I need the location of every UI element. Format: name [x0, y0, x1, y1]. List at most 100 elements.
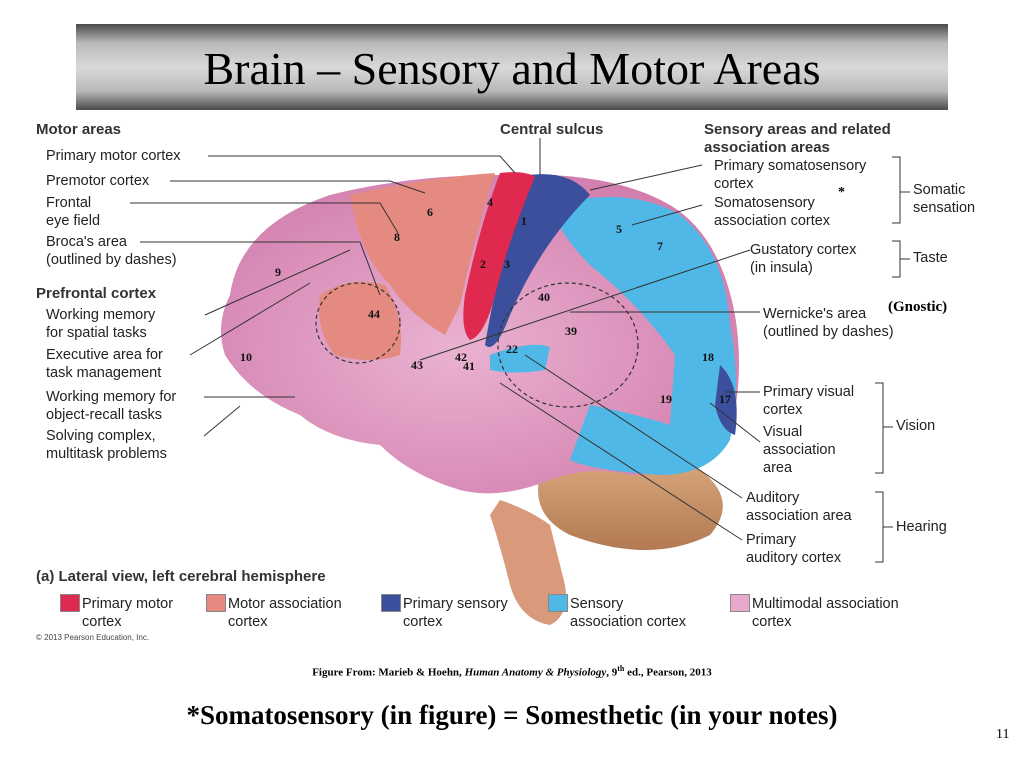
somatosensory-footnote: *Somatosensory (in figure) = Somesthetic…	[186, 700, 838, 730]
area-number-40: 40	[538, 290, 550, 304]
sensory-header-2: association areas	[704, 139, 830, 156]
label-broca-2: (outlined by dashes)	[46, 252, 177, 268]
area-number-5: 5	[616, 222, 622, 236]
motor-areas-header: Motor areas	[36, 121, 122, 138]
copyright-notice: © 2013 Pearson Education, Inc.	[36, 633, 150, 642]
label-somatosensory-assoc-1: Somatosensory	[714, 195, 815, 211]
caption-edition-sup: th	[617, 664, 625, 673]
label-auditory-assoc-2: association area	[746, 508, 852, 524]
label-primary-visual-1: Primary visual	[763, 384, 855, 400]
label-executive-2: task management	[46, 365, 162, 381]
wernicke-dashed-outline	[497, 282, 639, 408]
label-premotor-cortex: Premotor cortex	[46, 173, 150, 189]
label-solving-2: multitask problems	[46, 446, 167, 462]
label-frontal-eye-field-2: eye field	[46, 213, 101, 229]
area-number-18: 18	[702, 350, 714, 364]
group-vision: Vision	[896, 418, 936, 434]
legend-swatch-primary-motor	[60, 594, 80, 612]
leader-lines-left	[130, 155, 516, 437]
label-working-memory-spatial-1: Working memory	[46, 307, 156, 323]
label-gustatory-1: Gustatory cortex	[750, 242, 857, 258]
area-number-39: 39	[565, 324, 577, 338]
label-solving-1: Solving complex,	[46, 428, 156, 444]
label-primary-visual-2: cortex	[763, 402, 803, 418]
area-number-42: 42	[455, 350, 467, 364]
label-primary-motor-cortex: Primary motor cortex	[46, 148, 181, 164]
area-number-22: 22	[506, 342, 518, 356]
caption-prefix: Figure From: Marieb & Hoehn,	[312, 666, 462, 679]
legend-label-multimodal-association-2: cortex	[752, 614, 792, 630]
legend-label-primary-sensory-1: Primary sensory	[403, 596, 508, 612]
legend-label-primary-motor-2: cortex	[82, 614, 122, 630]
cerebellum	[538, 458, 723, 550]
label-working-memory-object-2: object-recall tasks	[46, 407, 163, 423]
area-number-43: 43	[411, 358, 423, 372]
label-primary-auditory-2: auditory cortex	[746, 550, 842, 566]
legend-swatch-primary-sensory	[381, 594, 401, 612]
primary-motor-region	[463, 172, 535, 340]
label-primary-somatosensory-1: Primary somatosensory	[714, 158, 867, 174]
legend-swatch-multimodal-association	[730, 594, 750, 612]
sensory-header-1: Sensory areas and related	[704, 121, 891, 138]
page-number: 11	[996, 727, 1010, 742]
legend-label-motor-association-1: Motor association	[228, 596, 342, 612]
gnostic-annotation: (Gnostic)	[888, 299, 948, 315]
label-auditory-assoc-1: Auditory	[746, 490, 800, 506]
brain-figure: Motor areas Primary motor cortex Premoto…	[30, 115, 994, 645]
group-taste: Taste	[913, 250, 948, 266]
group-somatic-2: sensation	[913, 200, 976, 216]
title-bar: Brain – Sensory and Motor Areas	[76, 24, 948, 110]
area-number-8: 8	[394, 230, 400, 244]
group-brackets	[875, 156, 910, 563]
area-number-44: 44	[368, 307, 380, 321]
label-visual-assoc-3: area	[763, 460, 793, 476]
area-number-1: 1	[521, 214, 527, 228]
area-number-9: 9	[275, 265, 281, 279]
legend-swatch-sensory-association	[548, 594, 568, 612]
label-somatosensory-assoc-2: association cortex	[714, 213, 831, 229]
leader-lines-right	[419, 138, 761, 541]
group-hearing: Hearing	[896, 519, 947, 535]
legend-label-primary-motor-1: Primary motor	[82, 596, 174, 612]
primary-sensory-region	[485, 174, 590, 347]
central-sulcus-label: Central sulcus	[500, 121, 604, 138]
area-number-4: 4	[487, 195, 493, 209]
label-working-memory-object-1: Working memory for	[46, 389, 177, 405]
gustatory-region	[490, 344, 550, 373]
asterisk-annotation: *	[838, 185, 845, 200]
caption-book-title: Human Anatomy & Physiology	[464, 666, 607, 679]
area-number-2: 2	[480, 257, 486, 271]
legend-label-multimodal-association-1: Multimodal association	[752, 596, 899, 612]
figure-source-caption: Figure From: Marieb & Hoehn, Human Anato…	[0, 664, 1024, 679]
area-number-17: 17	[719, 392, 731, 406]
sensory-association-region	[550, 197, 736, 475]
broca-region	[319, 281, 401, 360]
label-broca-1: Broca's area	[46, 234, 127, 250]
caption-edition-post: ed., Pearson, 2013	[624, 666, 712, 679]
label-gustatory-2: (in insula)	[750, 260, 813, 276]
label-executive-1: Executive area for	[46, 347, 163, 363]
label-visual-assoc-1: Visual	[763, 424, 803, 440]
legend-label-sensory-association-2: association cortex	[570, 614, 687, 630]
area-number-10: 10	[240, 350, 252, 364]
area-number-7: 7	[657, 239, 663, 253]
legend-swatch-motor-association	[206, 594, 226, 612]
label-frontal-eye-field-1: Frontal	[46, 195, 92, 211]
label-wernicke-1: Wernicke's area	[763, 306, 867, 322]
legend-label-sensory-association-1: Sensory	[570, 596, 624, 612]
group-somatic-1: Somatic	[913, 182, 966, 198]
legend-label-motor-association-2: cortex	[228, 614, 268, 630]
broca-dashed-outline	[315, 282, 401, 364]
primary-visual-region	[715, 365, 737, 435]
area-number-19: 19	[660, 392, 672, 406]
label-wernicke-2: (outlined by dashes)	[763, 324, 894, 340]
area-number-3: 3	[504, 257, 510, 271]
brainstem	[490, 500, 566, 625]
legend-label-primary-sensory-2: cortex	[403, 614, 443, 630]
label-primary-somatosensory-2: cortex	[714, 176, 754, 192]
slide-title: Brain – Sensory and Motor Areas	[203, 43, 821, 94]
label-visual-assoc-2: association	[763, 442, 836, 458]
area-number-6: 6	[427, 205, 433, 219]
prefrontal-cortex-header: Prefrontal cortex	[36, 285, 157, 302]
caption-edition-pre: , 9	[606, 666, 618, 679]
